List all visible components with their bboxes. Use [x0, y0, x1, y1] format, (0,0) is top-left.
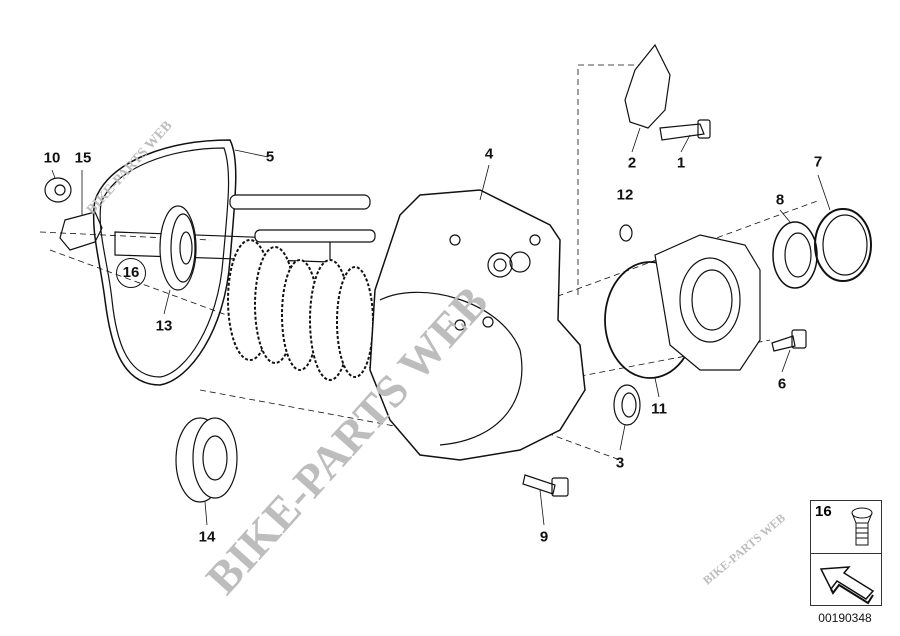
gear-cluster	[227, 194, 376, 381]
part-label-8[interactable]: 8	[775, 191, 785, 209]
part-label-11[interactable]: 11	[651, 400, 667, 418]
legend-icons	[819, 507, 875, 605]
gearbox-housing	[369, 189, 586, 461]
legend-divider	[811, 553, 881, 554]
nut	[44, 177, 72, 203]
part-label-6[interactable]: 6	[777, 375, 787, 393]
sensor	[624, 43, 671, 129]
part-label-1[interactable]: 1	[676, 154, 686, 172]
part-label-10[interactable]: 10	[43, 149, 61, 167]
ring	[814, 208, 872, 282]
part-label-7[interactable]: 7	[813, 153, 823, 171]
gasket	[92, 139, 237, 386]
arrow-icon	[819, 566, 875, 600]
diagram-code: 00190348	[818, 611, 872, 625]
output-cover	[654, 234, 761, 371]
cover-plate	[59, 211, 103, 251]
part-label-3[interactable]: 3	[615, 454, 625, 472]
legend-label: 16	[815, 503, 832, 520]
part-label-4[interactable]: 4	[484, 145, 494, 163]
part-label-9[interactable]: 9	[539, 528, 549, 546]
screw-icon	[851, 507, 873, 546]
part-label-13[interactable]: 13	[155, 317, 173, 335]
part-label-14[interactable]: 14	[198, 528, 216, 546]
part-label-16-circled[interactable]: 16	[116, 258, 146, 288]
part-label-12[interactable]: 12	[616, 186, 634, 204]
part-label-15[interactable]: 15	[74, 149, 92, 167]
part-label-2[interactable]: 2	[627, 154, 637, 172]
part-label-5[interactable]: 5	[265, 148, 275, 166]
legend-box: 16	[810, 500, 882, 606]
